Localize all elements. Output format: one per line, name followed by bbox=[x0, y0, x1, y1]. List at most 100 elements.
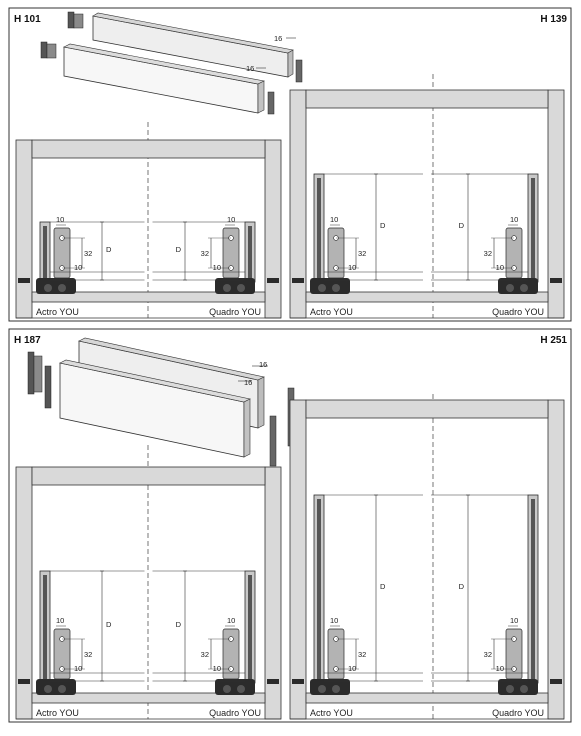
dim-label-32: 32 bbox=[484, 249, 492, 258]
dim-label-10-bottom: 10 bbox=[496, 664, 504, 673]
runner-hardware bbox=[310, 278, 350, 294]
runner-hardware bbox=[36, 679, 76, 695]
dim-label-10-top: 10 bbox=[330, 616, 338, 625]
runner-hardware bbox=[215, 679, 255, 695]
dim-label-10-top: 10 bbox=[56, 215, 64, 224]
cabinet-section-s-h139 bbox=[289, 89, 565, 319]
runner-hardware bbox=[36, 278, 76, 294]
rail-inner-strip bbox=[317, 178, 321, 278]
rail-inner-strip bbox=[43, 226, 47, 278]
thickness-label-top-1: 16 bbox=[274, 34, 282, 43]
cabinet-shelf bbox=[305, 291, 549, 303]
runner-wheel bbox=[58, 685, 66, 693]
dim-label-10-bottom: 10 bbox=[348, 664, 356, 673]
rail-inner-strip bbox=[248, 226, 252, 278]
runner-wheel bbox=[58, 284, 66, 292]
wall-screw bbox=[550, 679, 562, 684]
runner-wheel bbox=[318, 284, 326, 292]
unit-label: Quadro YOU bbox=[209, 307, 261, 317]
dim-label-d: D bbox=[380, 582, 386, 591]
dim-label-d: D bbox=[380, 221, 386, 230]
bottom-parts-illustration bbox=[27, 337, 295, 467]
runner-hardware bbox=[498, 679, 538, 695]
rail-inner-strip bbox=[531, 178, 535, 278]
runner-wheel bbox=[520, 685, 528, 693]
thickness-label-bottom-1: 16 bbox=[259, 360, 267, 369]
cabinet-top bbox=[305, 399, 549, 419]
rail-inner-strip bbox=[317, 499, 321, 679]
cabinet-top bbox=[31, 139, 266, 159]
wall-screw bbox=[292, 679, 304, 684]
unit-label: Actro YOU bbox=[310, 307, 353, 317]
dim-label-d: D bbox=[459, 221, 465, 230]
cabinet-side-left bbox=[15, 139, 33, 319]
runner-wheel bbox=[332, 284, 340, 292]
wall-screw bbox=[267, 679, 279, 684]
runner-wheel bbox=[506, 685, 514, 693]
dim-label-d: D bbox=[176, 620, 182, 629]
title-h139: H 139 bbox=[540, 14, 567, 25]
dim-label-d: D bbox=[106, 245, 112, 254]
runner-wheel bbox=[44, 284, 52, 292]
dim-label-32: 32 bbox=[201, 650, 209, 659]
dim-label-32: 32 bbox=[84, 650, 92, 659]
thickness-label-bottom-2: 16 bbox=[244, 378, 252, 387]
runner-hardware bbox=[498, 278, 538, 294]
dim-label-32: 32 bbox=[84, 249, 92, 258]
runner-wheel bbox=[506, 284, 514, 292]
cabinet-section-s-h101 bbox=[15, 139, 282, 319]
cabinet-side-left bbox=[289, 399, 307, 720]
dim-label-10-top: 10 bbox=[510, 215, 518, 224]
cabinet-shelf bbox=[31, 692, 266, 704]
dim-label-32: 32 bbox=[358, 650, 366, 659]
panel-frame-top bbox=[8, 7, 572, 322]
cabinet-side-right bbox=[547, 399, 565, 720]
runner-hardware bbox=[310, 679, 350, 695]
cabinet-section-s-h251 bbox=[289, 399, 565, 720]
title-h251: H 251 bbox=[540, 335, 567, 346]
wall-screw bbox=[267, 278, 279, 283]
runner-wheel bbox=[223, 685, 231, 693]
wall-screw bbox=[18, 679, 30, 684]
runner-wheel bbox=[237, 284, 245, 292]
dim-label-10-bottom: 10 bbox=[74, 263, 82, 272]
wall-screw bbox=[550, 278, 562, 283]
dim-label-10-top: 10 bbox=[56, 616, 64, 625]
dim-label-10-bottom: 10 bbox=[213, 664, 221, 673]
dim-label-10-top: 10 bbox=[227, 215, 235, 224]
cabinet-side-right bbox=[264, 139, 282, 319]
dim-label-10-top: 10 bbox=[510, 616, 518, 625]
unit-label: Actro YOU bbox=[310, 708, 353, 718]
runner-wheel bbox=[44, 685, 52, 693]
runner-hardware bbox=[215, 278, 255, 294]
rail-inner-strip bbox=[43, 575, 47, 679]
cabinet-side-left bbox=[289, 89, 307, 319]
dim-label-10-bottom: 10 bbox=[348, 263, 356, 272]
unit-label: Actro YOU bbox=[36, 708, 79, 718]
cabinet-top bbox=[305, 89, 549, 109]
unit-label: Quadro YOU bbox=[492, 708, 544, 718]
wall-screw bbox=[18, 278, 30, 283]
unit-label: Quadro YOU bbox=[492, 307, 544, 317]
dim-label-10-bottom: 10 bbox=[213, 263, 221, 272]
dim-label-32: 32 bbox=[201, 249, 209, 258]
thickness-label-top-2: 16 bbox=[246, 64, 254, 73]
dim-label-10-top: 10 bbox=[227, 616, 235, 625]
panel-frame-bottom bbox=[8, 328, 572, 723]
dim-label-d: D bbox=[176, 245, 182, 254]
wall-screw bbox=[292, 278, 304, 283]
dim-label-10-top: 10 bbox=[330, 215, 338, 224]
title-h101: H 101 bbox=[14, 14, 41, 25]
runner-wheel bbox=[332, 685, 340, 693]
rail-inner-strip bbox=[248, 575, 252, 679]
runner-wheel bbox=[318, 685, 326, 693]
unit-label: Quadro YOU bbox=[209, 708, 261, 718]
cabinet-shelf bbox=[31, 291, 266, 303]
top-parts-illustration bbox=[40, 11, 303, 115]
dim-label-10-bottom: 10 bbox=[496, 263, 504, 272]
cabinet-side-right bbox=[547, 89, 565, 319]
runner-wheel bbox=[237, 685, 245, 693]
